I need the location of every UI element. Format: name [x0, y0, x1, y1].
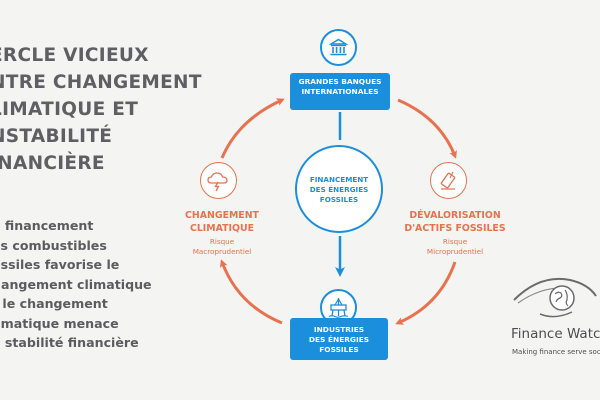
- hub-label-line: DES ÉNERGIES: [309, 185, 369, 194]
- hub-label-line: FOSSILES: [319, 195, 359, 204]
- title-line: NTRE CHANGEMENT: [0, 72, 202, 93]
- asset-devaluation-title: DÉVALORISATION D'ACTIFS FOSSILES: [396, 209, 514, 235]
- climate-sub-line: Macroprudentiel: [192, 247, 252, 256]
- hub-label-line: FINANCEMENT: [309, 175, 369, 184]
- banks-node: GRANDES BANQUES INTERNATIONALES: [290, 73, 390, 110]
- arrow-right-to-bottom: [395, 261, 457, 325]
- industries-label-line: FOSSILES: [319, 345, 359, 354]
- macroprudential-risk-label: Risque Macroprudentiel: [172, 237, 272, 257]
- title-line: INANCIÈRE: [0, 153, 105, 174]
- infographic-description: e financement es combustibles ossiles fa…: [0, 216, 192, 353]
- title-line: ERCLE VICIEUX: [0, 45, 149, 66]
- description-line: es combustibles: [0, 237, 107, 253]
- brand-tagline: Making finance serve soci: [512, 348, 600, 356]
- industries-label-line: DES ÉNERGIES: [308, 335, 370, 344]
- devaluation-sub-line: Risque: [442, 237, 468, 246]
- title-line: LIMATIQUE ET: [0, 99, 139, 120]
- arrow-top-to-right: [397, 98, 457, 159]
- devaluation-title-line: D'ACTIFS FOSSILES: [404, 223, 506, 234]
- climate-sub-line: Risque: [209, 237, 235, 246]
- description-line: a stabilité financière: [0, 335, 139, 350]
- arrow-bottom-to-left: [219, 259, 283, 325]
- industries-label-line: INDUSTRIES: [313, 325, 365, 334]
- description-line: e financement: [0, 218, 94, 233]
- fossil-financing-hub: FINANCEMENT DES ÉNERGIES FOSSILES: [295, 145, 383, 233]
- brand-name: Finance Watc: [511, 326, 600, 342]
- devaluation-sub-line: Microprudentiel: [426, 247, 484, 256]
- finance-watch-logo: [510, 270, 600, 370]
- devaluation-title-line: DÉVALORISATION: [409, 210, 501, 221]
- climate-change-title: CHANGEMENT CLIMATIQUE: [172, 209, 272, 235]
- banks-label-line: INTERNATIONALES: [301, 87, 379, 96]
- falling-oil-can-icon: [430, 162, 467, 199]
- infographic-title: ERCLE VICIEUX NTRE CHANGEMENT LIMATIQUE …: [0, 42, 202, 177]
- title-line: NSTABILITÉ: [0, 126, 113, 147]
- climate-title-line: CHANGEMENT: [185, 210, 259, 221]
- banks-label-line: GRANDES BANQUES: [298, 77, 382, 86]
- bank-icon: [320, 29, 357, 66]
- arrow-left-to-top: [220, 98, 285, 159]
- description-line: t le changement: [0, 296, 108, 311]
- description-line: limatique menace: [0, 315, 119, 331]
- microprudential-risk-label: Risque Microprudentiel: [400, 237, 510, 257]
- description-line: hangement climatique: [0, 276, 152, 292]
- fossil-industries-node: INDUSTRIES DES ÉNERGIES FOSSILES: [290, 318, 388, 360]
- climate-title-line: CLIMATIQUE: [189, 223, 255, 234]
- description-line: ossiles favorise le: [0, 257, 120, 272]
- storm-cloud-icon: [200, 162, 237, 199]
